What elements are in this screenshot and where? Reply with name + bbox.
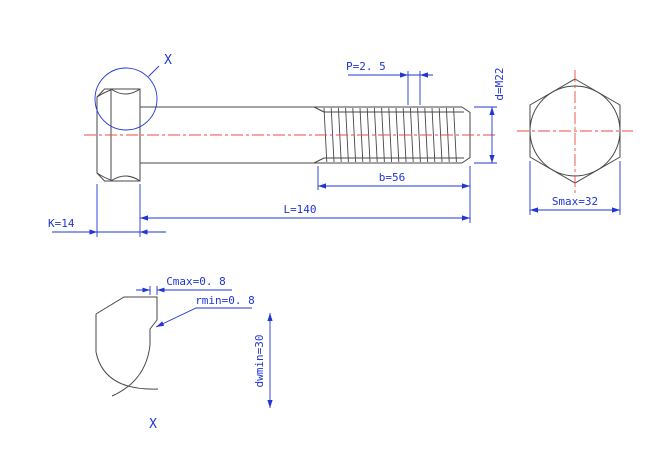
diameter-dimension-text: d=M22 <box>493 67 506 100</box>
diameter-dimension-lines <box>474 106 497 164</box>
pitch-dimension-lines <box>348 71 433 105</box>
detail-view-label: X <box>149 417 157 432</box>
across-flats-arrow-left <box>530 207 538 213</box>
head-height-arrow-right <box>140 229 148 235</box>
length-dimension-text: L=140 <box>283 203 316 216</box>
chamfer-arrow-right <box>157 287 165 293</box>
pitch-dimension-text: P=2. 5 <box>346 60 386 73</box>
thread-length-arrow-right <box>462 183 470 189</box>
fillet-leader-arrow <box>156 321 165 327</box>
detail-reference-circle <box>94 67 158 131</box>
pitch-arrow-left <box>400 72 408 78</box>
length-dimension-lines <box>139 166 471 237</box>
bolt-shank-outline <box>140 106 462 164</box>
washer-face-arrow-top <box>267 313 273 321</box>
across-flats-dimension-lines <box>529 161 621 215</box>
chamfer-dimension-text: Cmax=0. 8 <box>166 275 226 288</box>
detail-outline <box>95 296 158 352</box>
detail-break-arcs <box>95 344 159 397</box>
thread-length-arrow-left <box>318 183 326 189</box>
chamfer-dimension-lines <box>136 286 232 295</box>
fillet-dimension-text: rmin=0. 8 <box>195 294 255 307</box>
head-height-dimension-text: K=14 <box>48 217 75 230</box>
washer-face-dimension-text: dwmin=30 <box>253 335 266 388</box>
across-flats-arrow-right <box>612 207 620 213</box>
dimensions: X P=2. 5 d=M22 b=56 L=140 K=14 Smax=32 <box>48 53 621 432</box>
chamfer-arrow-left <box>142 287 150 293</box>
washer-face-arrow-bottom <box>267 400 273 408</box>
head-height-arrow-left <box>89 229 97 235</box>
detail-reference-label: X <box>164 53 172 68</box>
thread-length-dimension-text: b=56 <box>379 171 406 184</box>
length-arrow-left <box>140 215 148 221</box>
diameter-arrow-top <box>489 107 495 115</box>
pitch-arrow-right <box>420 72 428 78</box>
centerlines <box>84 70 633 193</box>
thread-root-lines <box>324 111 464 159</box>
across-flats-dimension-text: Smax=32 <box>552 195 598 208</box>
part-outlines <box>95 78 621 397</box>
bolt-head-chamfer-arcs <box>96 88 141 182</box>
diameter-arrow-bottom <box>489 155 495 163</box>
thread-runout-lines <box>313 106 325 164</box>
fillet-leader-lines <box>155 307 252 328</box>
length-arrow-right <box>462 215 470 221</box>
detail-reference-leader <box>148 65 160 77</box>
